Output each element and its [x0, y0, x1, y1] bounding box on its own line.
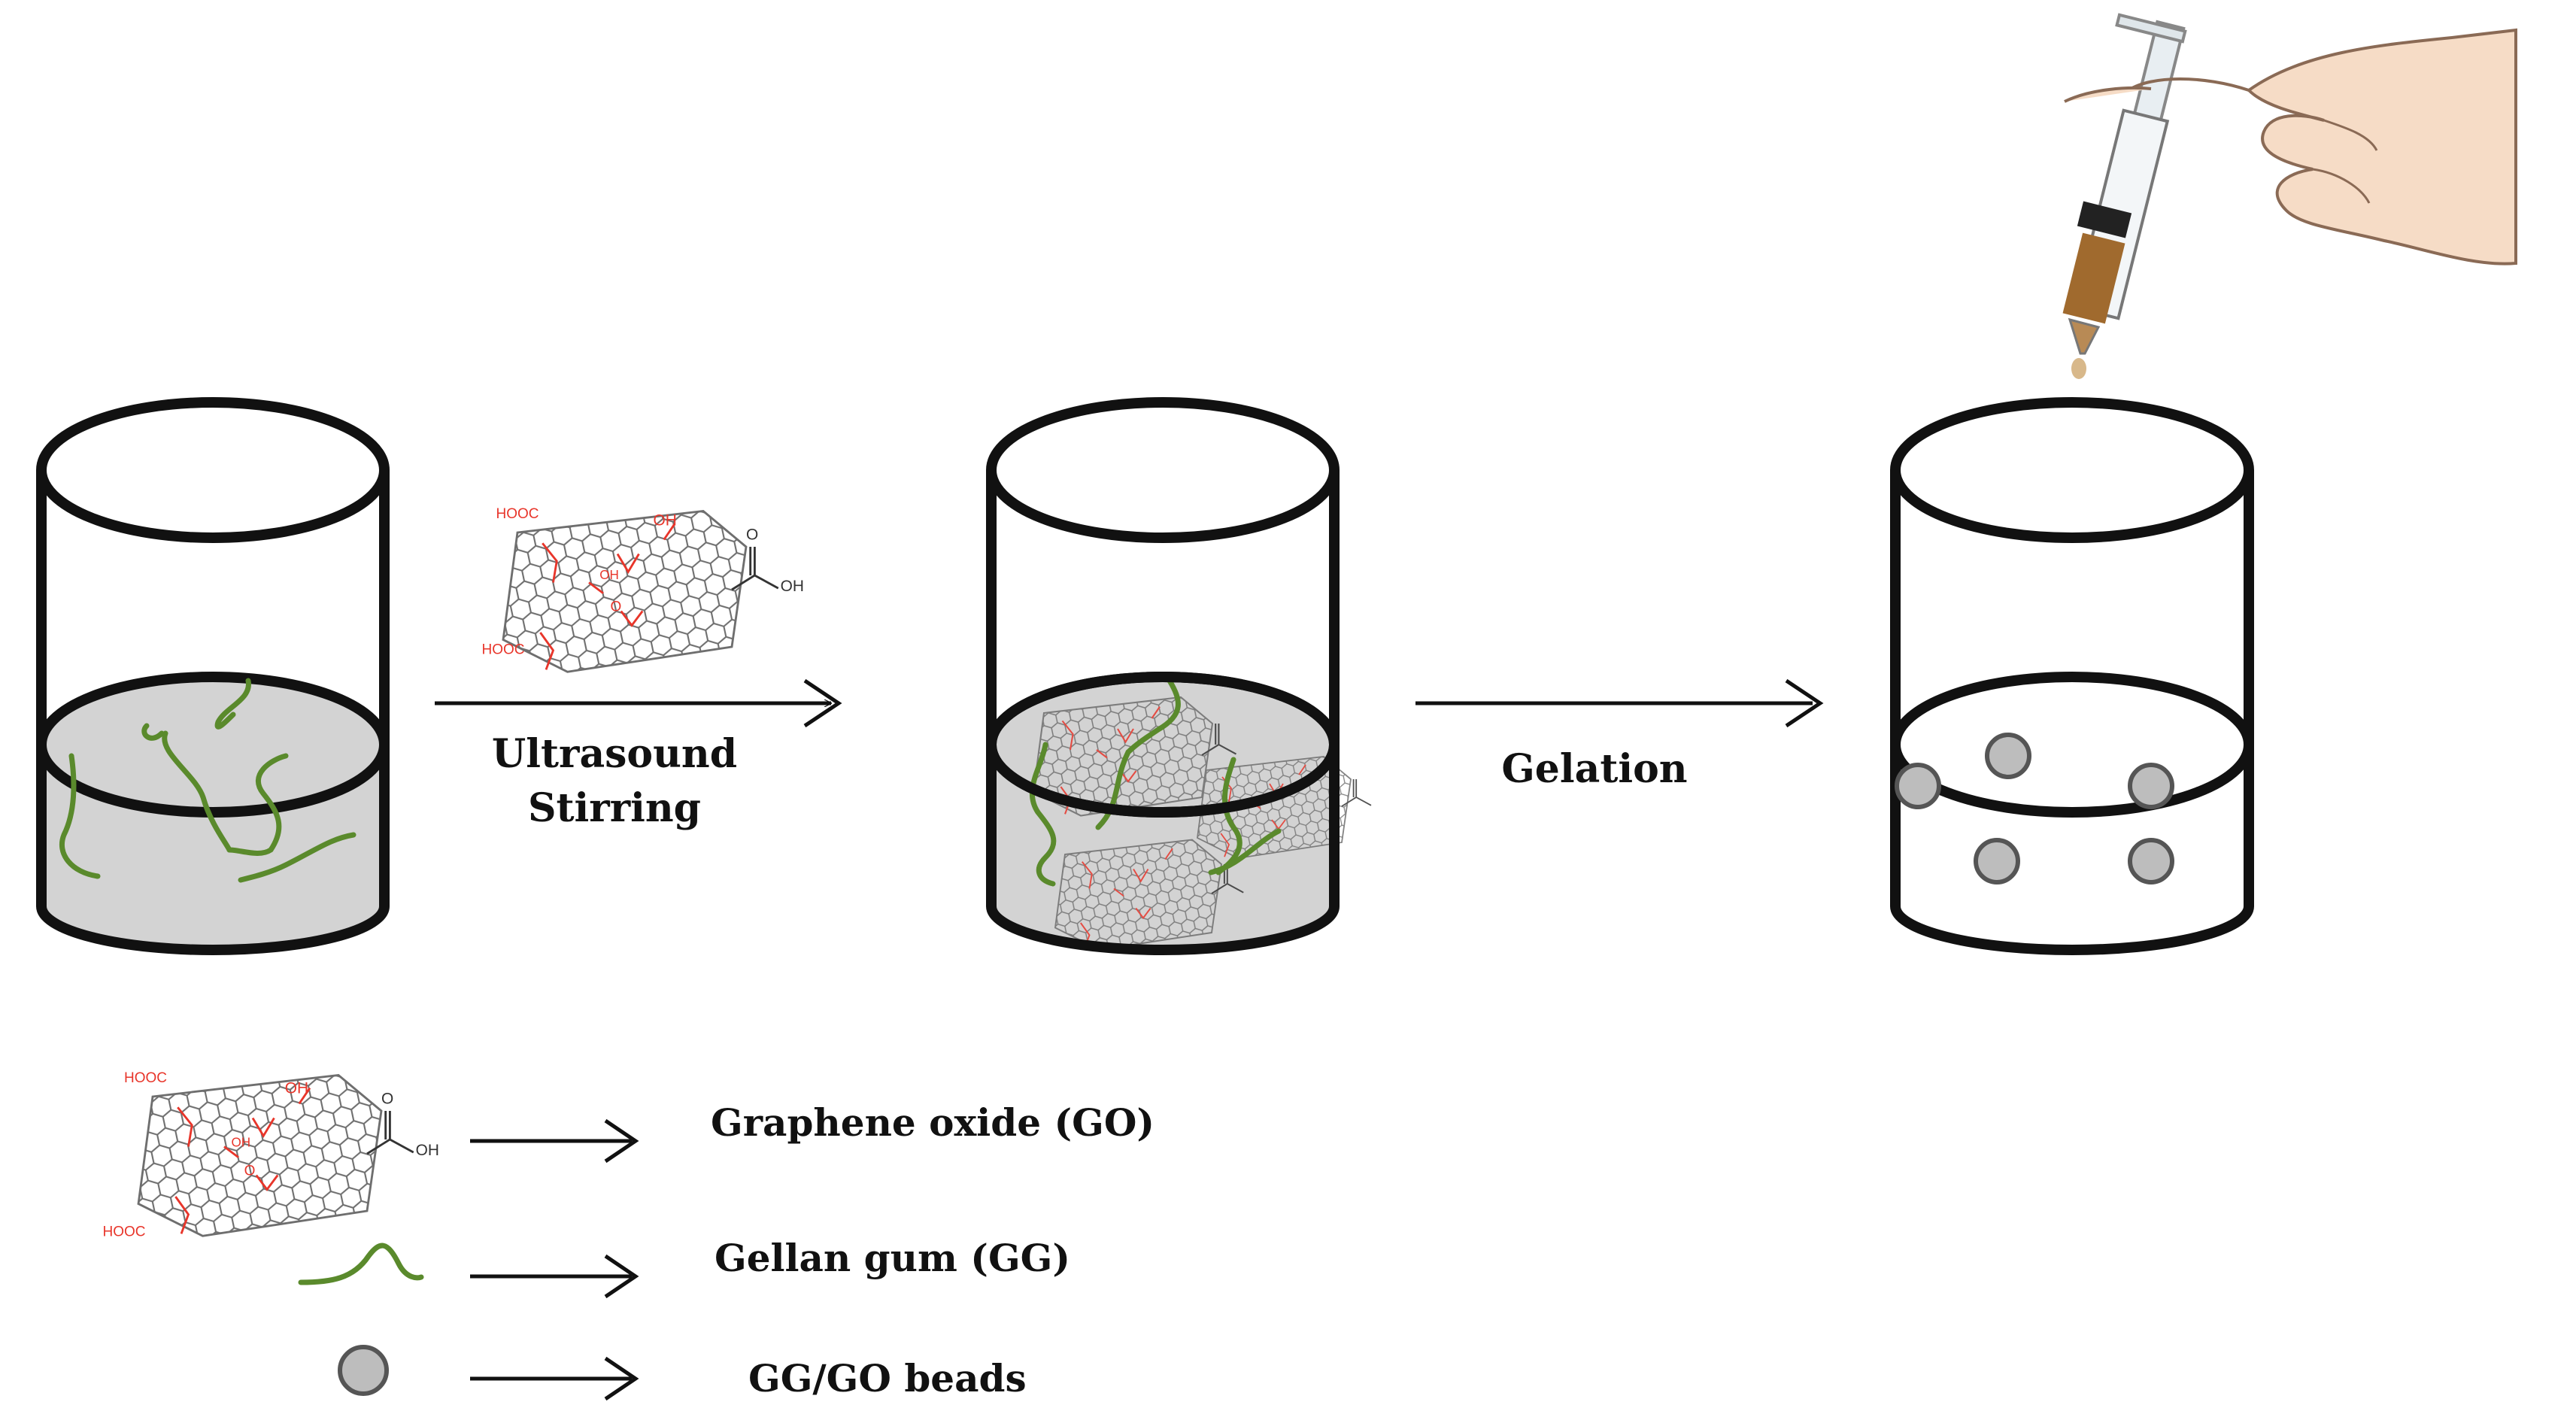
beaker-icon [36, 397, 390, 955]
legend-go-label: Graphene oxide (GO) [711, 1100, 1154, 1145]
oh-label-middle: OH [599, 568, 619, 582]
bead-icon [2128, 838, 2174, 884]
bead-icon [2128, 763, 2174, 809]
acid-oh-label: OH [416, 1142, 439, 1159]
beaker-icon [1890, 397, 2254, 955]
epoxide-o-label: O [244, 1164, 256, 1179]
cooh-label-top: HOOC [496, 506, 539, 522]
legend-beads-label: GG/GO beads [748, 1356, 1027, 1400]
cooh-label-top: HOOC [124, 1070, 167, 1086]
oh-label-top: OH [654, 512, 677, 529]
hand-icon [2064, 28, 2517, 265]
graphene-oxide-icon: HOOC HOOC OH OH O O OH [103, 1070, 439, 1239]
bead-icon [1985, 733, 2031, 779]
gellan-chains [1029, 678, 1282, 887]
beaker-outline [986, 397, 1340, 955]
go-molecule-above-arrow: HOOC HOOC OH OH O O OH [482, 506, 804, 673]
bead-icon [1974, 838, 2020, 884]
bead-icon [1895, 763, 1941, 809]
gellan-chains [59, 678, 357, 883]
epoxide-o-label: O [611, 599, 622, 615]
ultrasound-label: Ultrasound [492, 731, 737, 777]
legend: HOOC HOOC OH OH O O OH Graphene oxide (G… [103, 1070, 1154, 1401]
legend-gg-label: Gellan gum (GG) [715, 1236, 1070, 1280]
stirring-label: Stirring [528, 785, 701, 831]
bead-icon [338, 1345, 389, 1396]
cooh-label-bottom: HOOC [103, 1224, 146, 1239]
gelation-label: Gelation [1501, 746, 1687, 792]
carbonyl-o-label: O [381, 1091, 393, 1108]
syringe-icon [2062, 13, 2187, 379]
carbonyl-o-label: O [746, 526, 758, 544]
oh-label-middle: OH [232, 1136, 251, 1150]
oh-label-top: OH [285, 1079, 308, 1097]
acid-oh-label: OH [781, 578, 804, 595]
gellan-chain-icon [298, 1243, 424, 1285]
gg-go-beads [1895, 733, 2174, 884]
cooh-label-bottom: HOOC [482, 642, 525, 658]
